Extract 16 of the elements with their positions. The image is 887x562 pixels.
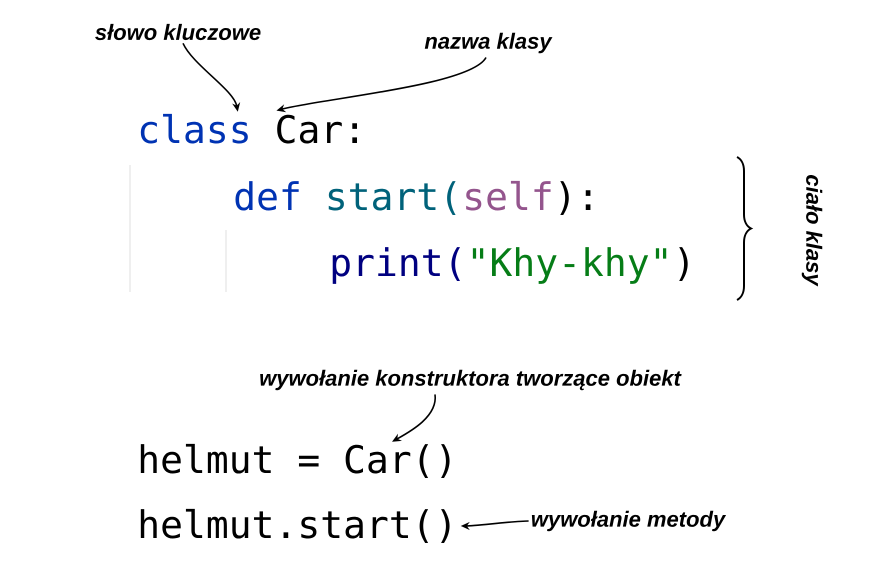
code-text: helmut.start() [140,508,450,543]
code-text: ) [679,247,688,281]
annotation-text: ciało klasy [802,175,822,287]
code-text: ): [560,181,590,215]
code-text: Car: [277,114,357,144]
code-keyword: def [236,181,299,211]
code-text: start( [328,181,456,215]
annotation-text: nazwa klasy [424,32,552,54]
annotation-text: wywołanie metody [532,510,726,532]
code-text: "Khy-khy" [472,247,666,284]
code-text: print( [332,247,460,284]
annotation-text: słowo kluczowe [95,24,261,40]
code-text: self [466,180,551,211]
code-text: helmut = Car() [140,444,450,478]
code-keyword: class [140,114,248,144]
annotation-text: wywołanie konstruktora tworzące obiekt [260,370,682,390]
